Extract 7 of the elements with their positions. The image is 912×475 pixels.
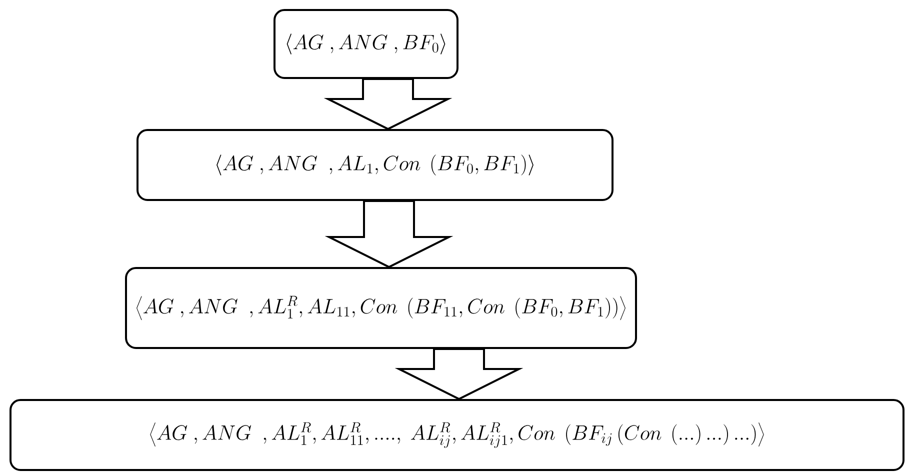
block-arrow: [394, 348, 524, 400]
formula-box: $\left\langle AG\ , ANG\ , BF_{0}\right\rangle$: [274, 9, 458, 79]
formula-box: $\left\langle AG\ , ANG\ \ , AL_{1}, Con\ \left(BF_{0}, BF_{1}\right)\right\rangle$: [136, 129, 614, 201]
block-arrow: [324, 200, 454, 268]
formula-box: $\left\langle AG\ , ANG\ \ , AL_{1}^{R}, AL_{11}^{R}, ...., \ AL_{ij}^{R}, AL_{ij1}^{R}, Con\ \left(BF_{ij}\left(Con\ \left(...\right)...\right)...\right)\right\rangle$: [10, 399, 904, 471]
formula-box: $\left\langle AG\ , ANG\ \ , AL_{1}^{R}, AL_{11}, Con\ \left(BF_{11}, Con\ \left(BF_{0}, BF_{1}\right)\right)\right\rangle$: [125, 267, 637, 349]
block-arrow: [324, 78, 452, 130]
